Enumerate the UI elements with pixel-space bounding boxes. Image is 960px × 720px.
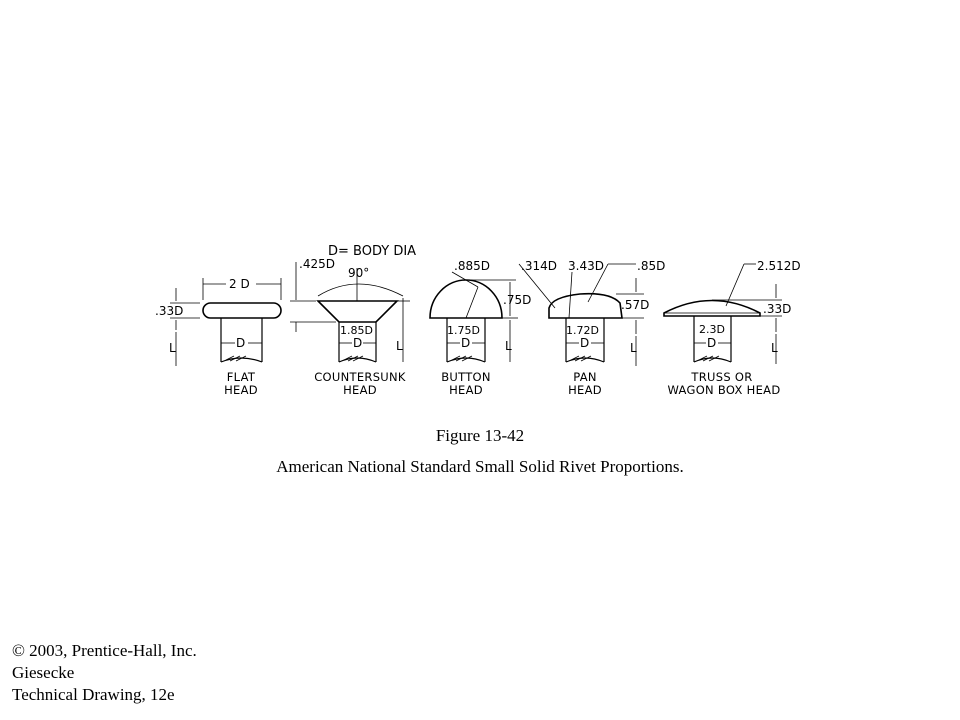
pan-l-label: L: [630, 341, 637, 355]
copyright-credits: © 2003, Prentice-Hall, Inc. Giesecke Tec…: [12, 640, 197, 706]
countersunk-caption-line1: COUNTERSUNK: [314, 370, 406, 384]
truss-head-rivet: 2.512D .33D 2.3D D L TRUSS OR WAGON BOX …: [663, 259, 801, 397]
flat-2d-label: 2 D: [229, 277, 250, 291]
truss-23d-label: 2.3D: [699, 323, 725, 336]
pan-172d-label: 1.72D: [566, 324, 599, 337]
truss-l-label: L: [771, 341, 778, 355]
pan-caption-line1: PAN: [573, 370, 597, 384]
pan-343d-label: 3.43D: [568, 259, 604, 273]
book-title-line: Technical Drawing, 12e: [12, 685, 175, 704]
button-075d-label: .75D: [503, 293, 531, 307]
pan-head-rivet: .314D 3.43D .85D .57D 1.72D D L PAN HEAD: [518, 259, 665, 397]
truss-caption-line2: WAGON BOX HEAD: [667, 383, 780, 397]
flat-d-label: D: [236, 336, 245, 350]
truss-033d-label: .33D: [763, 302, 791, 316]
truss-2512d-label: 2.512D: [757, 259, 801, 273]
flat-caption-line2: HEAD: [224, 383, 258, 397]
countersunk-caption-line2: HEAD: [343, 383, 377, 397]
button-d-label: D: [461, 336, 470, 350]
pan-0314d-label: .314D: [521, 259, 557, 273]
button-0885d-label: .885D: [454, 259, 490, 273]
countersunk-0425d-label: .425D: [299, 257, 335, 271]
countersunk-185d-label: 1.85D: [340, 324, 373, 337]
countersunk-l-label: L: [396, 339, 403, 353]
figure-number: Figure 13-42: [435, 426, 525, 445]
flat-033d-label: .33D: [155, 304, 183, 318]
countersunk-90-label: 90°: [348, 266, 369, 280]
truss-d-label: D: [707, 336, 716, 350]
flat-l-label: L: [169, 341, 176, 355]
button-l-label: L: [505, 339, 512, 353]
body-dia-note: D= BODY DIA: [328, 244, 416, 259]
flat-caption-line1: FLAT: [227, 370, 256, 384]
countersunk-head-rivet: D= BODY DIA 90° .425D 1.85D D L COUNTERS…: [290, 244, 416, 397]
pan-057d-label: .57D: [621, 298, 649, 312]
truss-caption-line1: TRUSS OR: [690, 370, 752, 384]
button-head-rivet: .885D .75D 1.75D D L BUTTON HEAD: [429, 259, 531, 397]
countersunk-d-label: D: [353, 336, 362, 350]
pan-caption-line2: HEAD: [568, 383, 602, 397]
pan-085d-label: .85D: [637, 259, 665, 273]
button-175d-label: 1.75D: [447, 324, 480, 337]
button-caption-line1: BUTTON: [441, 370, 491, 384]
copyright-line: © 2003, Prentice-Hall, Inc.: [12, 641, 197, 660]
button-caption-line2: HEAD: [449, 383, 483, 397]
figure-caption: American National Standard Small Solid R…: [276, 457, 684, 476]
author-line: Giesecke: [12, 663, 75, 682]
pan-d-label: D: [580, 336, 589, 350]
flat-head-rivet: 2 D .33D D L FLAT HEAD: [155, 277, 282, 397]
